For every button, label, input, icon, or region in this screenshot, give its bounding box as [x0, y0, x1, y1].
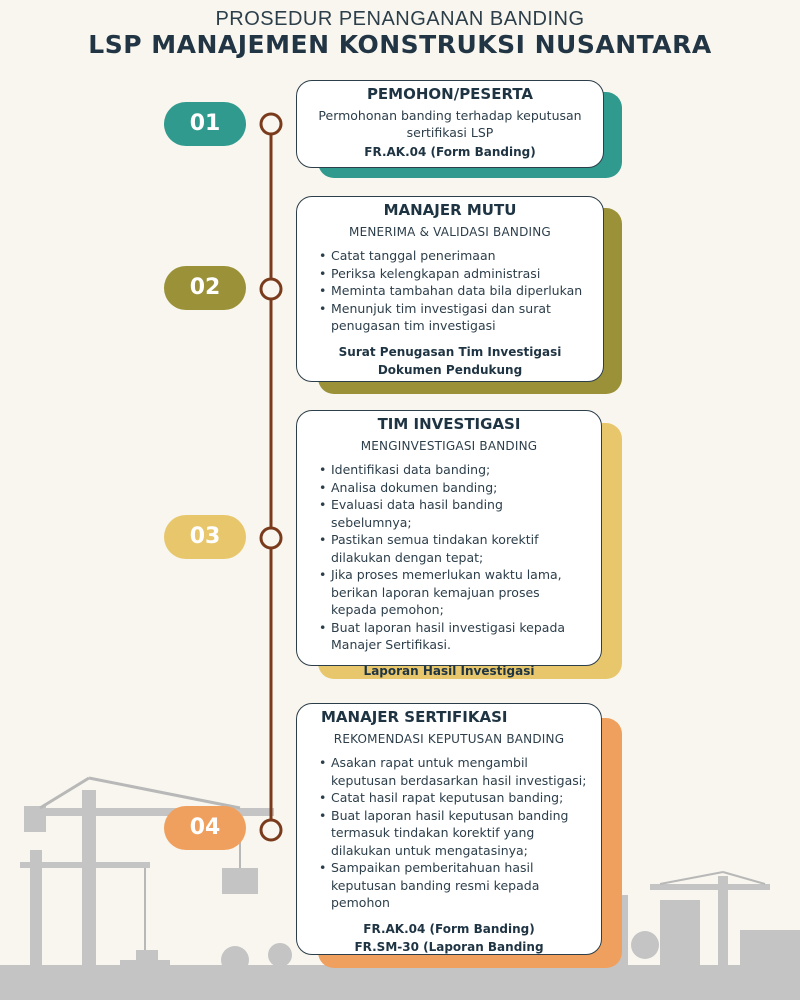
- step-4-title: MANAJER SERTIFIKASI: [321, 708, 508, 726]
- step-4-documents: FR.AK.04 (Form Banding) FR.SM-30 (Lapora…: [297, 920, 601, 956]
- list-item: Periksa kelengkapan administrasi: [319, 265, 589, 283]
- list-item: Buat laporan hasil keputusan banding ter…: [319, 807, 587, 860]
- step-2-card: MANAJER MUTU MENERIMA & VALIDASI BANDING…: [296, 196, 604, 382]
- page-subtitle: LSP MANAJEMEN KONSTRUKSI NUSANTARA: [88, 30, 712, 59]
- step-3-document: Laporan Hasil Investigasi: [363, 663, 535, 678]
- step-1-document: FR.AK.04 (Form Banding): [364, 145, 536, 159]
- list-item: Buat laporan hasil investigasi kepada Ma…: [319, 619, 587, 654]
- step-2-subtitle: MENERIMA & VALIDASI BANDING: [349, 225, 551, 239]
- timeline-node-2: [259, 277, 283, 301]
- list-item: Identifikasi data banding;: [319, 461, 587, 479]
- step-4-document: FR.AK.04 (Form Banding): [363, 921, 535, 936]
- step-2-document: Dokumen Pendukung: [377, 362, 523, 377]
- step-4-badge: 04: [164, 806, 246, 850]
- step-3-card: TIM INVESTIGASI MENGINVESTIGASI BANDING …: [296, 410, 602, 678]
- list-item: Evaluasi data hasil banding sebelumnya;: [319, 496, 587, 531]
- step-3-list: Identifikasi data banding; Analisa dokum…: [297, 461, 601, 654]
- timeline-node-4: [259, 818, 283, 842]
- list-item: Asakan rapat untuk mengambil keputusan b…: [319, 754, 587, 789]
- list-item: Jika proses memerlukan waktu lama, berik…: [319, 566, 587, 619]
- step-1-documents: FR.AK.04 (Form Banding): [297, 143, 603, 161]
- step-3-subtitle: MENGINVESTIGASI BANDING: [360, 439, 538, 453]
- list-item: Catat tanggal penerimaan: [319, 247, 589, 265]
- step-2-list: Catat tanggal penerimaan Periksa kelengk…: [297, 247, 603, 335]
- page-title: PROSEDUR PENANGANAN BANDING: [215, 8, 585, 30]
- step-4-subtitle: REKOMENDASI KEPUTUSAN BANDING: [333, 732, 565, 746]
- step-1-description: Permohonan banding terhadap keputusan se…: [318, 108, 582, 140]
- step-2-document: Surat Penugasan Tim Investigasi: [338, 344, 562, 359]
- list-item: Pastikan semua tindakan korektif dilakuk…: [319, 531, 587, 566]
- step-3-title: TIM INVESTIGASI: [377, 415, 521, 433]
- step-3-documents: Laporan Hasil Investigasi: [297, 662, 601, 680]
- step-1-badge: 01: [164, 102, 246, 146]
- step-4-document: FR.SM-30 (Laporan Banding: [354, 939, 544, 954]
- crane-right-icon: [560, 871, 800, 1000]
- timeline-node-1: [259, 112, 283, 136]
- list-item: Catat hasil rapat keputusan banding;: [319, 789, 587, 807]
- list-item: Meminta tambahan data bila diperlukan: [319, 282, 589, 300]
- list-item: Sampaikan pemberitahuan hasil keputusan …: [319, 859, 587, 912]
- step-1-title: PEMOHON/PESERTA: [366, 85, 534, 103]
- step-4-list: Asakan rapat untuk mengambil keputusan b…: [297, 754, 601, 912]
- list-item: Analisa dokumen banding;: [319, 479, 587, 497]
- step-2-title: MANAJER MUTU: [383, 201, 517, 219]
- step-1-card: PEMOHON/PESERTA Permohonan banding terha…: [296, 80, 604, 168]
- timeline-node-3: [259, 526, 283, 550]
- step-3-badge: 03: [164, 515, 246, 559]
- list-item: Menunjuk tim investigasi dan surat penug…: [319, 300, 589, 335]
- step-2-badge: 02: [164, 266, 246, 310]
- step-2-documents: Surat Penugasan Tim Investigasi Dokumen …: [297, 343, 603, 379]
- step-4-card: MANAJER SERTIFIKASI REKOMENDASI KEPUTUSA…: [296, 703, 602, 955]
